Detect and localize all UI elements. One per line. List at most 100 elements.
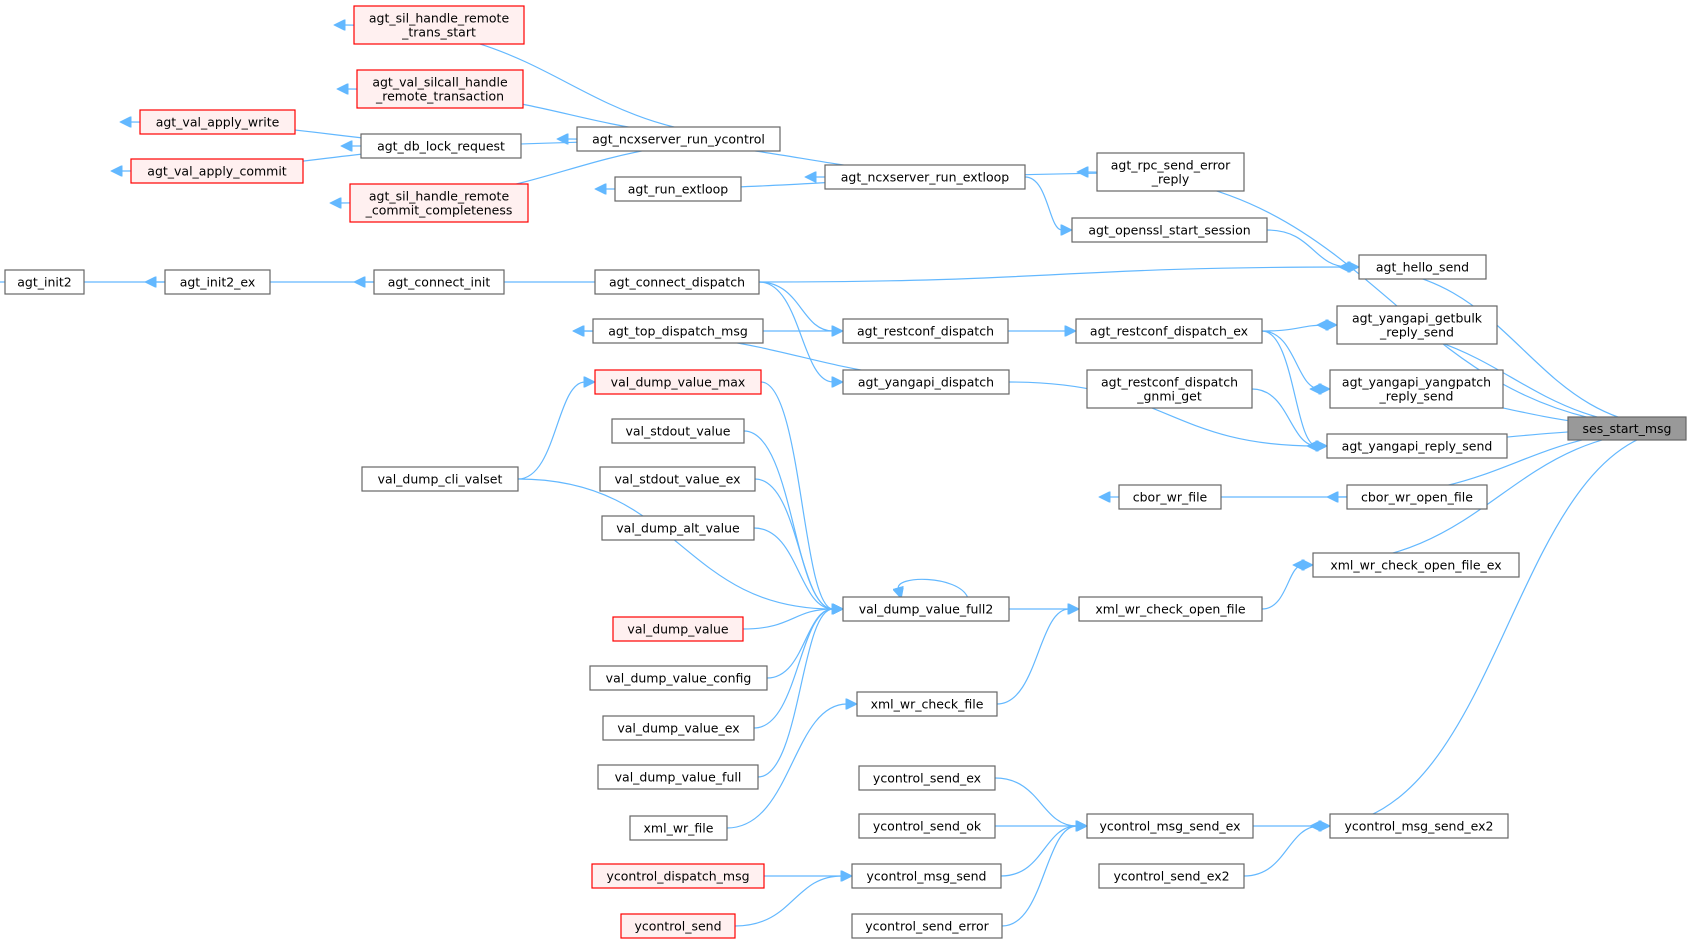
node-label: ycontrol_msg_send_ex — [1099, 819, 1240, 834]
node-label: val_dump_value — [627, 622, 728, 637]
node-agt-sil-handle-remote-commit-completeness[interactable]: agt_sil_handle_remote_commit_completenes… — [349, 183, 529, 223]
node-box — [1086, 813, 1254, 839]
node-agt-connect-init[interactable]: agt_connect_init — [373, 269, 505, 295]
node-agt-restconf-dispatch[interactable]: agt_restconf_dispatch — [842, 318, 1009, 344]
node-box — [858, 813, 996, 839]
node-box — [601, 515, 755, 541]
node-agt-restconf-dispatch-gnmi-get[interactable]: agt_restconf_dispatch_gnmi_get — [1086, 369, 1253, 409]
node-val-dump-cli-valset[interactable]: val_dump_cli_valset — [361, 466, 519, 492]
node-ycontrol-send[interactable]: ycontrol_send — [620, 913, 736, 939]
node-box — [1086, 369, 1253, 409]
node-agt-hello-send[interactable]: agt_hello_send — [1358, 254, 1487, 280]
node-ycontrol-send-ex2[interactable]: ycontrol_send_ex2 — [1098, 863, 1245, 889]
node-box — [851, 913, 1003, 939]
node-label: agt_yangapi_getbulk — [1352, 311, 1483, 326]
edge-val-dump-cli-valset-to-val-dump-value-full2 — [517, 478, 833, 609]
node-cbor-wr-open-file[interactable]: cbor_wr_open_file — [1346, 484, 1488, 510]
node-agt-rpc-send-error-reply[interactable]: agt_rpc_send_error_reply — [1096, 152, 1245, 192]
node-box — [591, 863, 765, 889]
node-label: _reply_send — [1379, 389, 1454, 404]
node-val-stdout-value-ex[interactable]: val_stdout_value_ex — [599, 466, 756, 492]
node-ycontrol-msg-send-ex2[interactable]: ycontrol_msg_send_ex2 — [1329, 813, 1509, 839]
node-agt-ncxserver-run-ycontrol[interactable]: agt_ncxserver_run_ycontrol — [576, 126, 781, 152]
node-box — [1336, 305, 1498, 345]
node-box — [851, 863, 1002, 889]
node-agt-restconf-dispatch-ex[interactable]: agt_restconf_dispatch_ex — [1075, 318, 1263, 344]
node-ycontrol-dispatch-msg[interactable]: ycontrol_dispatch_msg — [591, 863, 765, 889]
node-agt-ncxserver-run-extloop[interactable]: agt_ncxserver_run_extloop — [824, 164, 1026, 190]
node-label: xml_wr_check_open_file — [1095, 602, 1246, 617]
edge-agt-ncxserver-run-extloop-to-agt-openssl-start-session — [1024, 176, 1062, 230]
edge-val-dump-value-full2-to-val-dump-value-full2 — [898, 578, 969, 597]
node-ycontrol-send-ex[interactable]: ycontrol_send_ex — [858, 765, 996, 791]
node-agt-yangapi-getbulk-reply-send[interactable]: agt_yangapi_getbulk_reply_send — [1336, 305, 1498, 345]
node-val-dump-value-full2[interactable]: val_dump_value_full2 — [842, 596, 1010, 622]
node-agt-run-extloop[interactable]: agt_run_extloop — [614, 176, 742, 202]
node-box — [1078, 596, 1263, 622]
node-label: agt_restconf_dispatch — [1101, 375, 1238, 390]
node-box — [597, 764, 759, 790]
node-label: val_dump_alt_value — [616, 521, 740, 536]
node-cbor-wr-file[interactable]: cbor_wr_file — [1118, 484, 1222, 510]
node-agt-val-apply-write[interactable]: agt_val_apply_write — [139, 109, 296, 135]
node-agt-init2[interactable]: agt_init2 — [4, 269, 85, 295]
node-agt-db-lock-request[interactable]: agt_db_lock_request — [360, 133, 522, 159]
node-box — [594, 369, 762, 395]
node-box — [589, 665, 768, 691]
node-ycontrol-msg-send-ex[interactable]: ycontrol_msg_send_ex — [1086, 813, 1254, 839]
node-box — [858, 765, 996, 791]
node-agt-yangapi-reply-send[interactable]: agt_yangapi_reply_send — [1326, 433, 1508, 459]
node-agt-yangapi-dispatch[interactable]: agt_yangapi_dispatch — [842, 369, 1010, 395]
node-val-dump-value-max[interactable]: val_dump_value_max — [594, 369, 762, 395]
node-label: agt_connect_dispatch — [609, 275, 745, 290]
node-label: agt_rpc_send_error — [1111, 158, 1231, 173]
node-ses-start-msg[interactable]: ses_start_msg — [1567, 416, 1687, 441]
node-agt-val-silcall-handle-remote-transaction[interactable]: agt_val_silcall_handle_remote_transactio… — [356, 69, 524, 109]
node-xml-wr-check-open-file[interactable]: xml_wr_check_open_file — [1078, 596, 1263, 622]
node-label: val_dump_value_full — [615, 770, 742, 785]
node-val-dump-value-full[interactable]: val_dump_value_full — [597, 764, 759, 790]
node-agt-init2-ex[interactable]: agt_init2_ex — [164, 269, 271, 295]
node-label: _reply — [1151, 172, 1190, 187]
node-label: val_dump_cli_valset — [378, 472, 503, 487]
node-agt-connect-dispatch[interactable]: agt_connect_dispatch — [594, 269, 760, 295]
node-val-dump-value-config[interactable]: val_dump_value_config — [589, 665, 768, 691]
node-agt-openssl-start-session[interactable]: agt_openssl_start_session — [1071, 217, 1268, 243]
node-label: ses_start_msg — [1583, 421, 1672, 436]
node-agt-val-apply-commit[interactable]: agt_val_apply_commit — [130, 158, 304, 184]
node-box — [4, 269, 85, 295]
edge-ycontrol-send-error-to-ycontrol-msg-send-ex — [1001, 826, 1077, 927]
node-ycontrol-send-error[interactable]: ycontrol_send_error — [851, 913, 1003, 939]
node-label: agt_ncxserver_run_extloop — [841, 170, 1010, 185]
node-val-stdout-value[interactable]: val_stdout_value — [611, 418, 745, 444]
node-xml-wr-check-open-file-ex[interactable]: xml_wr_check_open_file_ex — [1312, 552, 1520, 578]
node-xml-wr-file[interactable]: xml_wr_file — [629, 815, 728, 841]
node-agt-sil-handle-remote-trans-start[interactable]: agt_sil_handle_remote_trans_start — [353, 5, 525, 45]
node-label: cbor_wr_open_file — [1361, 490, 1473, 505]
node-label: agt_val_apply_write — [156, 115, 280, 130]
edge-agt-restconf-dispatch-ex-to-agt-yangapi-reply-send — [1261, 330, 1317, 446]
node-label: ycontrol_msg_send — [867, 869, 987, 884]
node-box — [1096, 152, 1245, 192]
node-ycontrol-msg-send[interactable]: ycontrol_msg_send — [851, 863, 1002, 889]
node-box — [1118, 484, 1222, 510]
edge-agt-restconf-dispatch-ex-to-agt-yangapi-yangpatch-reply-send — [1261, 330, 1320, 389]
node-val-dump-value[interactable]: val_dump_value — [612, 616, 744, 642]
node-label: xml_wr_file — [644, 821, 714, 836]
node-box — [1098, 863, 1245, 889]
node-agt-yangapi-yangpatch-reply-send[interactable]: agt_yangapi_yangpatch_reply_send — [1329, 369, 1504, 409]
edge-val-dump-value-ex-to-val-dump-value-full2 — [753, 609, 833, 729]
node-ycontrol-send-ok[interactable]: ycontrol_send_ok — [858, 813, 996, 839]
edge-ycontrol-send-ex2-to-ycontrol-msg-send-ex2 — [1243, 826, 1320, 877]
node-box — [842, 318, 1009, 344]
node-label: val_dump_value_config — [606, 671, 752, 686]
node-box — [592, 318, 764, 344]
node-val-dump-alt-value[interactable]: val_dump_alt_value — [601, 515, 755, 541]
node-box — [602, 715, 755, 741]
node-val-dump-value-ex[interactable]: val_dump_value_ex — [602, 715, 755, 741]
edge-agt-restconf-dispatch-ex-to-agt-yangapi-getbulk-reply-send — [1261, 325, 1327, 332]
node-label: agt_sil_handle_remote — [369, 189, 510, 204]
node-agt-top-dispatch-msg[interactable]: agt_top_dispatch_msg — [592, 318, 764, 344]
node-xml-wr-check-file[interactable]: xml_wr_check_file — [856, 691, 998, 717]
node-label: _trans_start — [401, 25, 476, 40]
